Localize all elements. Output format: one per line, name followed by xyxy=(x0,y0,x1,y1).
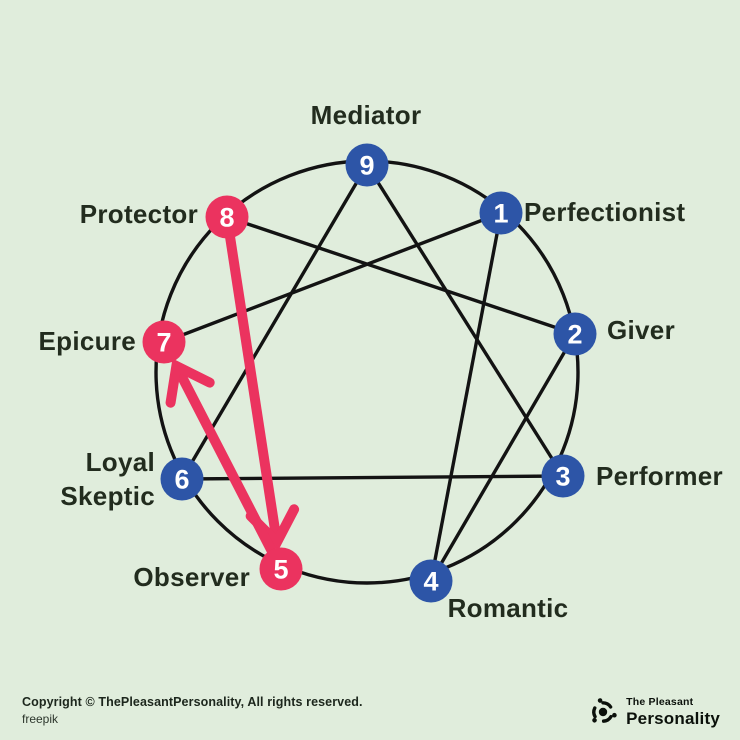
node-3: 3 xyxy=(541,454,585,498)
node-8: 8 xyxy=(205,195,249,239)
arrow-8-to-5 xyxy=(222,216,300,551)
node-number-4: 4 xyxy=(423,567,438,597)
connection-line-1-4 xyxy=(429,212,503,582)
connection-line-4-2 xyxy=(429,333,577,582)
footer: Copyright © ThePleasantPersonality, All … xyxy=(22,695,363,726)
connection-line-3-6 xyxy=(181,474,564,481)
node-2: 2 xyxy=(553,312,597,356)
node-circle-6 xyxy=(160,457,204,501)
attribution-text: freepik xyxy=(22,712,59,726)
node-circle-7 xyxy=(142,320,186,364)
arrow-5-to-7 xyxy=(165,358,286,572)
node-6: 6 xyxy=(160,457,204,501)
node-number-5: 5 xyxy=(273,555,288,585)
copyright-text: Copyright © ThePleasantPersonality, All … xyxy=(22,695,363,709)
brand-name: The Pleasant Personality xyxy=(626,697,720,727)
node-circle-5 xyxy=(259,547,303,591)
node-9: 9 xyxy=(345,143,389,187)
connection-line-2-8 xyxy=(226,215,576,336)
node-number-1: 1 xyxy=(493,199,508,229)
node-circle-2 xyxy=(553,312,597,356)
node-7: 7 xyxy=(142,320,186,364)
node-circle-1 xyxy=(479,191,523,235)
node-4: 4 xyxy=(409,559,453,603)
node-circle-3 xyxy=(541,454,585,498)
node-number-6: 6 xyxy=(174,465,189,495)
node-5: 5 xyxy=(259,547,303,591)
node-number-8: 8 xyxy=(219,203,234,233)
node-number-9: 9 xyxy=(359,151,374,181)
brand-name-bottom: Personality xyxy=(626,708,720,728)
brand-name-top: The Pleasant xyxy=(626,696,694,709)
node-circle-4 xyxy=(409,559,453,603)
connection-line-9-3 xyxy=(365,164,565,477)
connection-line-7-1 xyxy=(163,211,502,344)
node-1: 1 xyxy=(479,191,523,235)
brand-logo-icon xyxy=(592,698,617,723)
node-circle-8 xyxy=(205,195,249,239)
node-number-3: 3 xyxy=(555,462,570,492)
node-circle-9 xyxy=(345,143,389,187)
node-number-2: 2 xyxy=(567,320,582,350)
node-number-7: 7 xyxy=(156,328,171,358)
brand-logo: The Pleasant Personality xyxy=(587,696,720,728)
